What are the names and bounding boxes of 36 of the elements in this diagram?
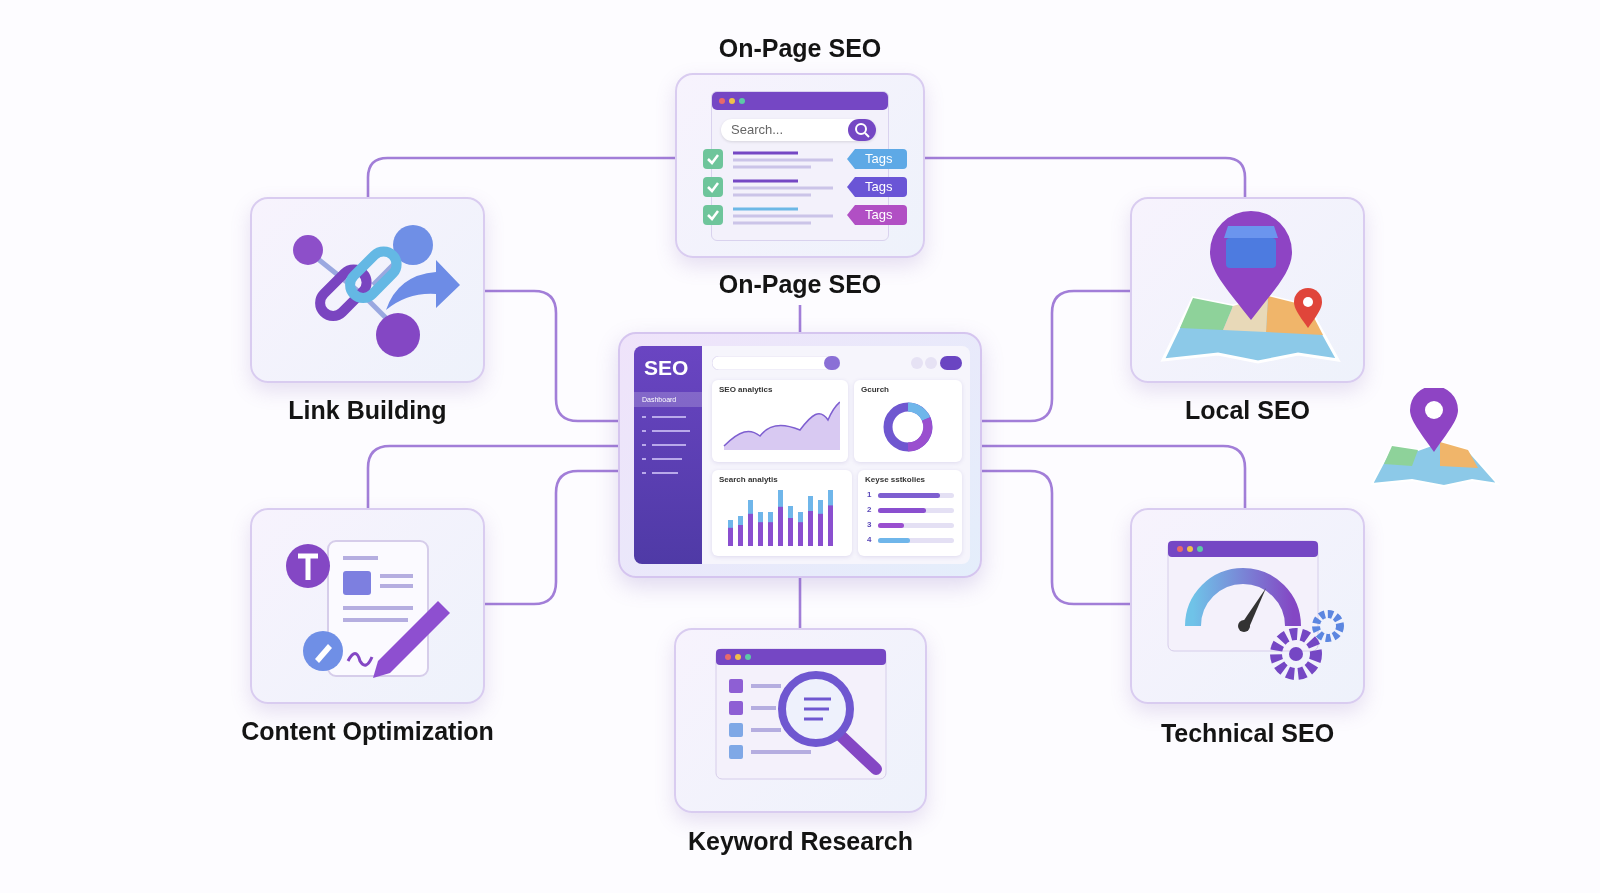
chart-panel — [712, 470, 852, 556]
sidebar-title: SEO — [644, 356, 689, 380]
rank-number: 2 — [867, 505, 872, 514]
rank-number: 3 — [867, 520, 872, 529]
card-title: On-Page SEO — [717, 33, 883, 64]
card-title: Local SEO — [1183, 395, 1311, 426]
connector-line — [982, 289, 1130, 423]
chart-panel — [854, 380, 962, 462]
connector-line — [485, 469, 618, 606]
connector-line — [798, 578, 802, 628]
card-title: Technical SEO — [1159, 718, 1336, 749]
tag-label: Tags — [847, 149, 907, 169]
connector-line — [982, 469, 1130, 606]
connector-line — [982, 444, 1247, 508]
placeholder-text: Search... — [731, 121, 784, 139]
card-title: Keyword Research — [686, 826, 915, 857]
card-title: Content Optimization — [240, 716, 495, 747]
connector-line — [366, 156, 675, 197]
rank-number: 1 — [867, 490, 872, 499]
connector-line — [366, 444, 618, 508]
tag-label: Tags — [847, 205, 907, 225]
card-title: On-Page SEO — [717, 269, 883, 300]
connector-line — [485, 289, 618, 423]
dashboard-card — [618, 332, 982, 578]
panel-title: Search analytis — [719, 475, 778, 484]
connector-line — [798, 305, 802, 332]
card-title: Link Building — [287, 395, 448, 426]
search-field — [721, 119, 876, 141]
connector-line — [925, 156, 1247, 197]
rank-number: 4 — [867, 535, 872, 544]
tag-label: Tags — [847, 177, 907, 197]
panel-title: Gcurch — [861, 385, 889, 394]
chart-panel — [712, 380, 848, 462]
panel-title: Keyse sstkolies — [865, 475, 926, 484]
panel-title: SEO analytics — [719, 385, 773, 394]
chart-panel — [858, 470, 962, 556]
